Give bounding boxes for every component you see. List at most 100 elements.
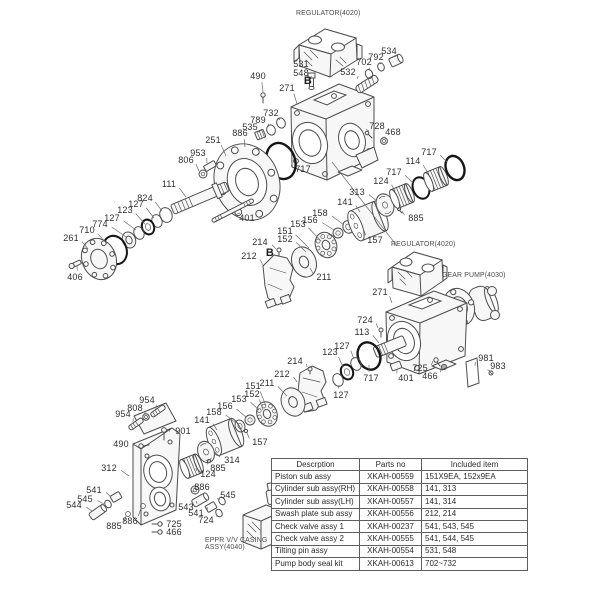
plug-468 bbox=[380, 137, 388, 145]
part-callout: 725 bbox=[166, 519, 182, 529]
leader-line bbox=[277, 386, 288, 397]
part-callout: 151 bbox=[245, 381, 261, 391]
leader-line bbox=[215, 513, 218, 517]
leader-line bbox=[236, 408, 247, 418]
part-callout: 401 bbox=[239, 213, 255, 223]
leader-line bbox=[350, 350, 355, 360]
part-callout: 156 bbox=[217, 401, 233, 411]
leader-line bbox=[123, 220, 137, 231]
part-callout: 983 bbox=[490, 361, 506, 371]
leader-line bbox=[295, 242, 307, 253]
part-callout: 541 bbox=[188, 508, 204, 518]
name-plate-981 bbox=[465, 357, 480, 388]
table-cell: Pump body seal kit bbox=[271, 557, 360, 571]
table-cell: XKAH-00554 bbox=[359, 544, 422, 559]
leader-line bbox=[81, 241, 89, 250]
table-cell: 212, 214 bbox=[421, 507, 528, 521]
part-callout: 885 bbox=[408, 213, 424, 223]
check-valve-left bbox=[88, 491, 123, 521]
leader-line bbox=[331, 161, 398, 247]
part-callout: 141 bbox=[337, 197, 353, 207]
leader-line bbox=[143, 411, 146, 416]
part-callout: 313 bbox=[349, 187, 365, 197]
table-header-cell: Included item bbox=[421, 457, 528, 472]
leader-line bbox=[404, 175, 415, 185]
table-cell: XKAH-00559 bbox=[359, 470, 422, 484]
bolt-490-2 bbox=[138, 443, 150, 449]
shoe-plate-211-1 bbox=[290, 246, 318, 278]
part-callout: 535 bbox=[242, 122, 258, 132]
part-callout: 717 bbox=[363, 373, 379, 383]
part-callout: 824 bbox=[137, 193, 153, 203]
leader-line bbox=[105, 492, 112, 498]
pump-body-1 bbox=[290, 83, 379, 181]
leader-line bbox=[431, 360, 434, 366]
leader-line bbox=[259, 259, 264, 266]
table-cell: Swash plate sub assy bbox=[271, 507, 360, 521]
stud-401 bbox=[211, 198, 254, 223]
view-marker: B bbox=[265, 247, 275, 259]
part-callout: 789 bbox=[250, 115, 266, 125]
part-callout: 123 bbox=[117, 205, 133, 215]
table-cell: Check valve assy 2 bbox=[271, 532, 360, 546]
part-callout: 152 bbox=[277, 234, 293, 244]
port-block-312 bbox=[125, 427, 181, 526]
plug-953 bbox=[203, 160, 217, 172]
bushing-156-1 bbox=[332, 227, 344, 239]
drive-shaft-111 bbox=[170, 181, 230, 215]
leader-line bbox=[331, 215, 345, 226]
shoe-plate-211-2 bbox=[280, 387, 306, 417]
table-cell: Tilting pin assy bbox=[271, 544, 360, 559]
leader-line bbox=[259, 399, 264, 411]
regulator-top bbox=[293, 28, 363, 78]
part-callout: 271 bbox=[279, 83, 295, 93]
table-cell: 141, 314 bbox=[421, 495, 528, 509]
part-callout: 808 bbox=[127, 403, 143, 413]
table-header-cell: Descrption bbox=[271, 457, 360, 472]
servo-spring-532 bbox=[355, 74, 379, 94]
bushing-156-2 bbox=[244, 414, 256, 426]
part-callout: 806 bbox=[178, 155, 194, 165]
leader-line bbox=[123, 515, 127, 522]
part-callout: 114 bbox=[405, 156, 421, 166]
part-callout: 725 bbox=[412, 363, 428, 373]
ring-127-d bbox=[332, 373, 344, 387]
leader-line bbox=[135, 213, 146, 225]
part-callout: 981 bbox=[478, 353, 494, 363]
part-callout: 953 bbox=[190, 148, 206, 158]
leader-line bbox=[191, 490, 196, 493]
part-callout: 152 bbox=[244, 389, 260, 399]
leader-line bbox=[206, 461, 210, 465]
part-callout: 314 bbox=[224, 455, 240, 465]
part-callout: 157 bbox=[252, 437, 268, 447]
pin-885-2 bbox=[206, 458, 212, 464]
screw-983 bbox=[488, 370, 494, 376]
leader-line bbox=[290, 163, 293, 167]
part-callout: 251 bbox=[205, 135, 221, 145]
part-callout: 212 bbox=[274, 369, 290, 379]
leader-line bbox=[250, 401, 260, 411]
table-cell: 541, 543, 545 bbox=[421, 519, 528, 534]
leader-line bbox=[259, 391, 267, 407]
leader-line bbox=[440, 154, 448, 163]
leader-line bbox=[195, 500, 198, 504]
leader-line bbox=[86, 506, 93, 512]
part-callout: 541 bbox=[86, 485, 102, 495]
leader-line bbox=[146, 207, 155, 219]
table-cell: 702~732 bbox=[421, 557, 528, 571]
leader-line bbox=[97, 233, 108, 245]
leader-line bbox=[308, 227, 322, 242]
bolt-728 bbox=[364, 130, 373, 139]
ring-732 bbox=[276, 117, 286, 129]
retainer-153-2 bbox=[256, 401, 278, 427]
table-cell: 141, 313 bbox=[421, 482, 528, 497]
part-callout: 261 bbox=[63, 233, 79, 243]
table-cell: 151X9EA, 152x9EA bbox=[421, 470, 528, 484]
stud-plate-954 bbox=[128, 402, 177, 435]
leader-line bbox=[120, 470, 130, 477]
